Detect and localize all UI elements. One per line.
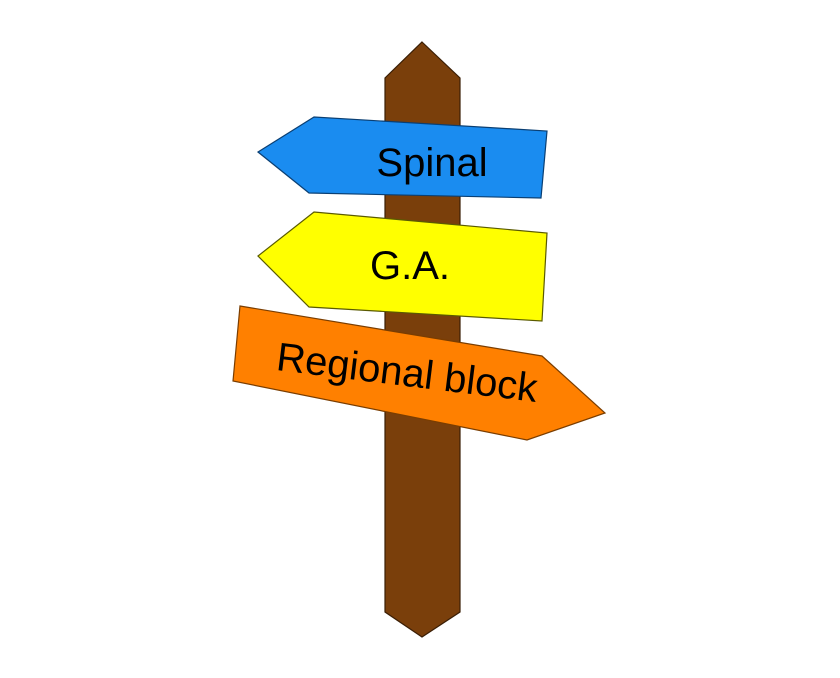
sign-spinal-label: Spinal: [376, 141, 487, 185]
sign-spinal-board: [256, 116, 548, 199]
sign-ga: G.A.: [257, 211, 548, 322]
sign-regional-block-board: [232, 305, 607, 441]
sign-spinal: Spinal: [256, 116, 548, 199]
sign-ga-board: [257, 211, 548, 322]
sign-ga-label: G.A.: [370, 244, 450, 288]
